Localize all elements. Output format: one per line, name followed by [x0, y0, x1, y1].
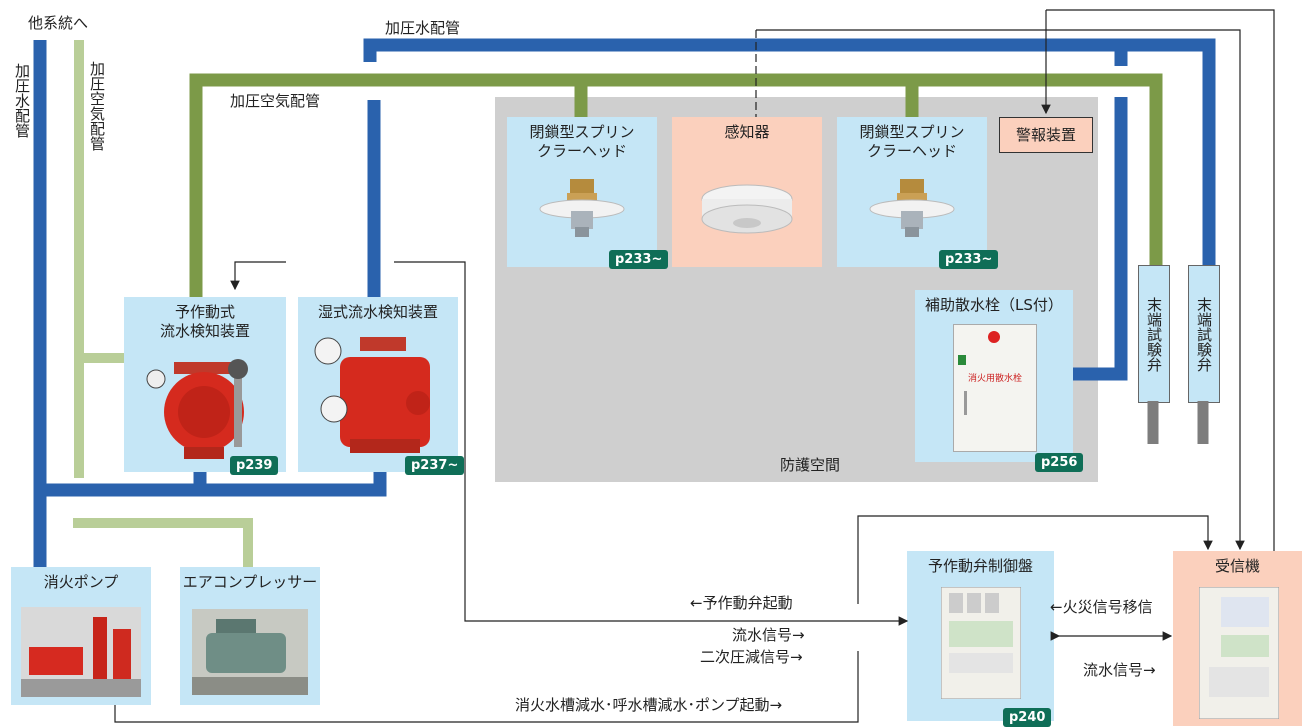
- water-pipe-vertical-label: 加圧水配管: [13, 63, 31, 138]
- signal-lines: [114, 9, 1275, 723]
- sprinkler-right-page-tag[interactable]: p233~: [939, 250, 999, 269]
- test-valve-1-box[interactable]: 末端試験弁: [1138, 265, 1170, 403]
- preaction-valve-page-tag[interactable]: p239: [230, 456, 279, 475]
- hydrant-inner-label: 消火用散水栓: [968, 374, 1023, 384]
- fire-pump-photo: [21, 607, 141, 697]
- preaction-valve-box[interactable]: 予作動式 流水検知装置: [124, 297, 286, 472]
- water-pipe-top-label: 加圧水配管: [385, 19, 461, 37]
- preaction-start-signal-label: ←予作動弁起動: [690, 594, 793, 612]
- sprinkler-head-left-title: 閉鎖型スプリン クラーヘッド: [529, 123, 635, 160]
- protected-space-label: 防護空間: [780, 456, 841, 474]
- fire-signal-transfer-label: ←火災信号移信: [1050, 598, 1153, 616]
- sprinkler-head-right-box[interactable]: 閉鎖型スプリン クラーヘッド: [837, 117, 987, 267]
- hydrant-handle-icon: [964, 391, 967, 415]
- control-panel-box[interactable]: 予作動弁制御盤: [907, 551, 1054, 721]
- hydrant-cabinet-image: 消火用散水栓: [953, 324, 1037, 452]
- receiver-box[interactable]: 受信機: [1173, 551, 1302, 726]
- control-panel-title: 予作動弁制御盤: [927, 557, 1033, 575]
- smoke-detector-icon: [701, 184, 793, 234]
- hydrant-lamp-icon: [988, 331, 1000, 343]
- flow-signal-label-1: 流水信号→: [732, 626, 805, 644]
- wet-valve-title: 湿式流水検知装置: [317, 303, 438, 321]
- sprinkler-head-icon: [869, 179, 955, 237]
- wet-valve-page-tag[interactable]: p237~: [405, 456, 465, 475]
- to-other-system-label: 他系統へ: [28, 14, 89, 32]
- secondary-pressure-drop-label: 二次圧減信号→: [700, 648, 803, 666]
- test-valve-2-box[interactable]: 末端試験弁: [1188, 265, 1220, 403]
- alarm-device-box[interactable]: 警報装置: [999, 117, 1093, 153]
- wet-valve-box[interactable]: 湿式流水検知装置: [298, 297, 458, 472]
- fire-pump-title: 消火ポンプ: [43, 573, 119, 591]
- air-compressor-title: エアコンプレッサー: [182, 573, 318, 591]
- air-pipe-label: 加圧空気配管: [230, 92, 321, 110]
- hydrant-sign-icon: [958, 355, 966, 365]
- detector-box[interactable]: 感知器: [672, 117, 822, 267]
- drain-pipe: [1147, 401, 1209, 444]
- fire-pump-box[interactable]: 消火ポンプ: [11, 567, 151, 705]
- aux-hydrant-page-tag[interactable]: p256: [1035, 453, 1084, 472]
- pressurized-air-pipe: [189, 73, 1163, 297]
- wet-valve-icon: [314, 337, 430, 453]
- detector-title: 感知器: [724, 123, 770, 141]
- air-pipe-vertical-label: 加圧空気配管: [88, 61, 106, 151]
- sprinkler-head-icon: [539, 179, 625, 237]
- sprinkler-left-page-tag[interactable]: p233~: [609, 250, 669, 269]
- tank-pump-signal-label: 消火水槽減水･呼水槽減水･ポンプ起動→: [515, 696, 783, 714]
- aux-hydrant-box[interactable]: 補助散水栓（LS付） 消火用散水栓: [915, 290, 1073, 462]
- preaction-valve-icon: [146, 359, 248, 459]
- receiver-title: 受信機: [1214, 557, 1260, 575]
- receiver-panel-image: [1199, 587, 1279, 719]
- sprinkler-head-right-title: 閉鎖型スプリン クラーヘッド: [859, 123, 965, 160]
- air-pipe-light: [73, 40, 253, 567]
- control-panel-page-tag[interactable]: p240: [1003, 708, 1052, 727]
- air-compressor-box[interactable]: エアコンプレッサー: [180, 567, 320, 705]
- air-compressor-photo: [192, 609, 308, 695]
- preaction-valve-title: 予作動式 流水検知装置: [159, 303, 250, 340]
- control-panel-image: [941, 587, 1021, 699]
- pressurized-water-pipe: [33, 38, 1216, 567]
- aux-hydrant-title: 補助散水栓（LS付）: [925, 296, 1063, 314]
- sprinkler-head-left-box[interactable]: 閉鎖型スプリン クラーヘッド: [507, 117, 657, 267]
- flow-signal-label-2: 流水信号→: [1083, 661, 1156, 679]
